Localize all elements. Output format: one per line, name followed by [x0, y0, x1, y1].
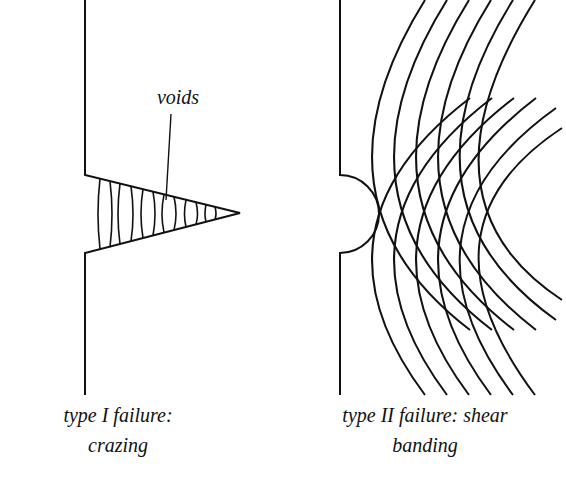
notched-edge [340, 0, 379, 395]
leader-line [166, 114, 171, 200]
caption-label: type I failure: crazing [36, 400, 201, 460]
callout-label: voids [138, 82, 218, 112]
craze-fibrils [98, 179, 216, 249]
shear-bands [372, 0, 562, 395]
specimen-edge [85, 0, 240, 395]
caption-label: type II failure: shear banding [339, 400, 511, 460]
